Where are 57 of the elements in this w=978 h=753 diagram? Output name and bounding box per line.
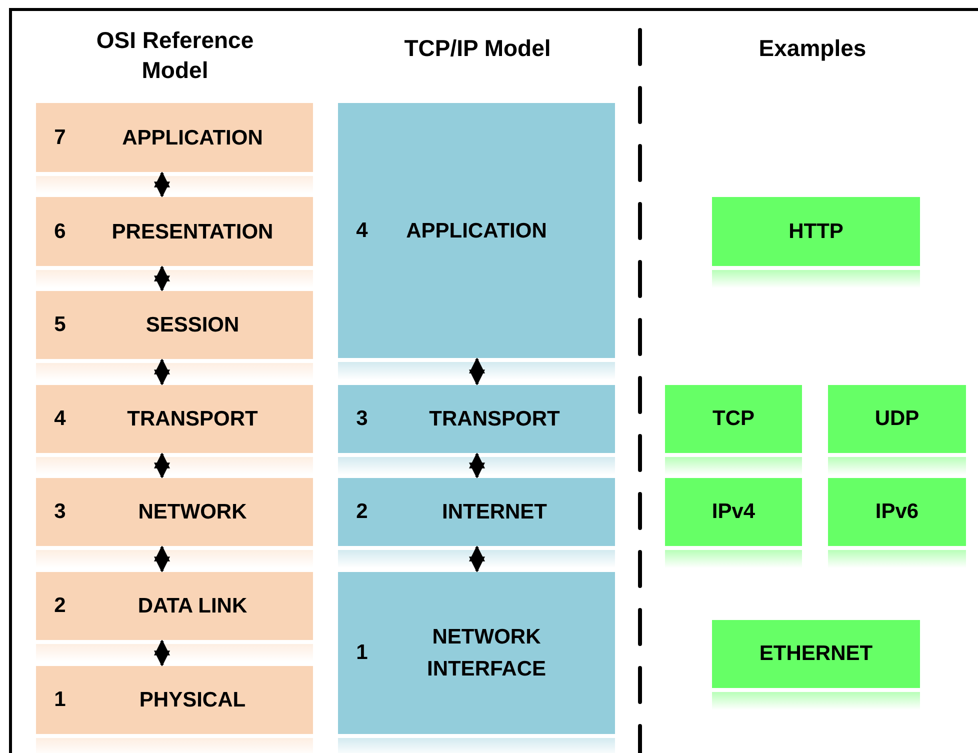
layer-name: DATA LINK — [136, 593, 248, 620]
layer-number: 2 — [355, 500, 369, 524]
double-arrow — [469, 545, 485, 573]
layer-box — [338, 572, 615, 734]
layer-number: 7 — [53, 126, 67, 150]
layer-number: 5 — [53, 313, 67, 337]
layer-name: NETWORK INTERFACE — [426, 624, 547, 682]
layer-number: 2 — [53, 594, 67, 618]
layer-name: INTERNET — [441, 499, 548, 526]
protocol-name: IPv4 — [712, 500, 756, 524]
layer-box — [36, 385, 313, 453]
double-arrow — [154, 452, 170, 479]
layer-box — [338, 478, 615, 546]
double-arrow — [154, 639, 170, 667]
column-heading: OSI Reference Model — [95, 26, 255, 85]
layer-box — [36, 103, 313, 172]
double-arrow — [469, 357, 485, 386]
protocol-box — [665, 385, 802, 453]
layer-name: PHYSICAL — [138, 687, 247, 714]
column-heading: TCP/IP Model — [403, 34, 552, 63]
layer-box — [36, 197, 313, 266]
layer-name: TRANSPORT — [126, 406, 259, 432]
protocol-box — [712, 620, 920, 688]
protocol-name: IPv6 — [875, 500, 919, 524]
protocol-box — [665, 478, 802, 546]
protocol-box — [828, 478, 966, 546]
layer-number: 4 — [53, 407, 67, 431]
layer-number: 1 — [355, 641, 369, 665]
layer-number: 4 — [355, 218, 369, 242]
double-arrow — [154, 358, 170, 386]
column-heading: Examples — [758, 34, 868, 63]
protocol-name: UDP — [874, 407, 920, 431]
double-arrow — [154, 545, 170, 573]
double-arrow — [154, 265, 170, 292]
layer-box — [36, 572, 313, 640]
layer-box — [36, 291, 313, 359]
layer-name: PRESENTATION — [110, 218, 274, 245]
layer-number: 3 — [53, 500, 67, 524]
protocol-name: ETHERNET — [759, 642, 873, 666]
layer-box — [36, 478, 313, 546]
double-arrow — [154, 171, 170, 198]
double-arrow — [469, 452, 485, 479]
layer-box — [36, 666, 313, 734]
layer-name: APPLICATION — [121, 124, 264, 151]
layer-number: 6 — [53, 220, 67, 244]
layer-name: APPLICATION — [405, 218, 548, 244]
layer-number: 3 — [355, 407, 369, 431]
layer-name: NETWORK — [137, 499, 248, 526]
protocol-box — [712, 197, 920, 266]
protocol-name: TCP — [712, 407, 754, 431]
protocol-box — [828, 385, 966, 453]
protocol-name: HTTP — [788, 220, 844, 244]
layer-number: 1 — [53, 688, 67, 712]
layer-name: SESSION — [144, 312, 240, 338]
layer-box — [338, 385, 615, 453]
layer-name: TRANSPORT — [428, 406, 561, 432]
layer-box — [338, 103, 615, 358]
